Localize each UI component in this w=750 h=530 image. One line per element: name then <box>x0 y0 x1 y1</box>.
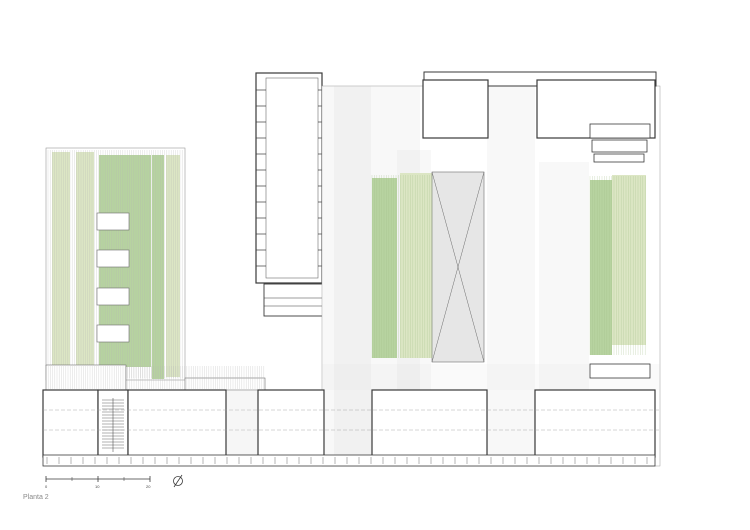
tower-window-marks <box>256 89 322 267</box>
garden-east-dark <box>372 178 397 358</box>
scale-bar: 0 10 20 <box>45 476 151 489</box>
north-arrow-icon <box>173 474 183 488</box>
skylight-3 <box>96 287 130 306</box>
bottom-building-row <box>42 389 660 467</box>
pavilion-north-west <box>422 79 489 139</box>
stair-treads <box>102 398 124 452</box>
bottom-room-4 <box>371 389 488 458</box>
drawing-caption: Planta 2 <box>23 494 49 501</box>
scale-tick-10: 10 <box>95 484 100 489</box>
central-tower <box>255 72 325 317</box>
garden-far-east-dark <box>590 180 612 355</box>
garden-strip-light-3 <box>166 155 180 377</box>
bottom-room-1 <box>42 389 99 458</box>
scale-tick-20: 20 <box>146 484 151 489</box>
left-garden-block <box>45 147 186 381</box>
garden-strip-light-2 <box>76 152 94 378</box>
top-pavilions <box>422 71 657 407</box>
garden-far-east-light <box>612 175 646 345</box>
skylight-4 <box>96 324 130 343</box>
bottom-room-3 <box>257 389 325 458</box>
bottom-facade <box>42 454 656 467</box>
skylight-1 <box>96 212 130 231</box>
tower-core <box>263 283 325 317</box>
link-bridge <box>45 364 266 455</box>
bottom-room-5 <box>534 389 656 458</box>
bottom-room-2 <box>127 389 227 458</box>
skylight-2 <box>96 249 130 268</box>
green-hatching <box>371 175 646 358</box>
scale-tick-0: 0 <box>45 484 48 489</box>
garden-east-light <box>400 173 432 358</box>
